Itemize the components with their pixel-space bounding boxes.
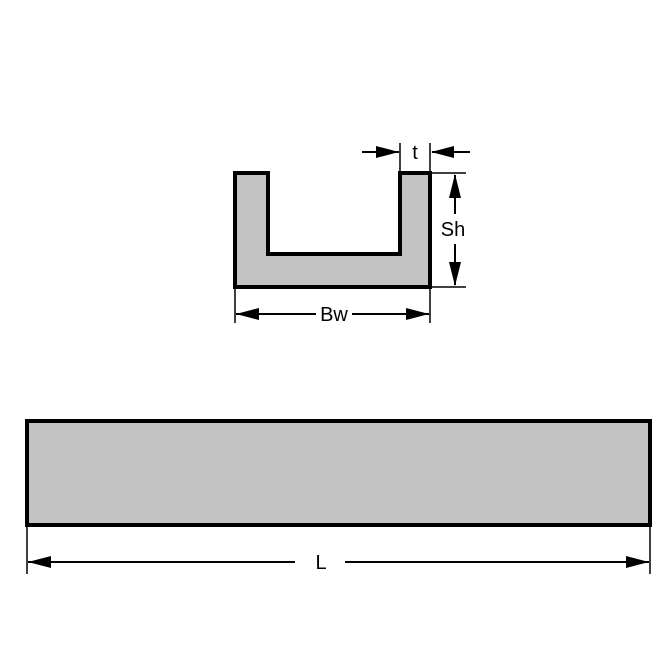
base-width-dimension: Bw xyxy=(234,289,431,326)
arrowhead-icon xyxy=(431,146,454,158)
side-height-dimension: Sh xyxy=(432,172,466,288)
arrowhead-icon xyxy=(406,308,429,320)
base-width-label: Bw xyxy=(320,304,348,326)
side-height-label: Sh xyxy=(441,219,465,241)
thickness-dimension: t xyxy=(362,142,470,171)
arrowhead-icon xyxy=(236,308,259,320)
arrowhead-icon xyxy=(376,146,399,158)
arrowhead-icon xyxy=(626,556,649,568)
length-label: L xyxy=(315,552,326,574)
arrowhead-icon xyxy=(449,262,461,286)
channel-side-view xyxy=(25,419,652,527)
thickness-label: t xyxy=(412,142,418,164)
arrowhead-icon xyxy=(28,556,51,568)
channel-cross-section xyxy=(233,171,432,289)
length-dimension: L xyxy=(26,527,651,574)
arrowhead-icon xyxy=(449,174,461,198)
